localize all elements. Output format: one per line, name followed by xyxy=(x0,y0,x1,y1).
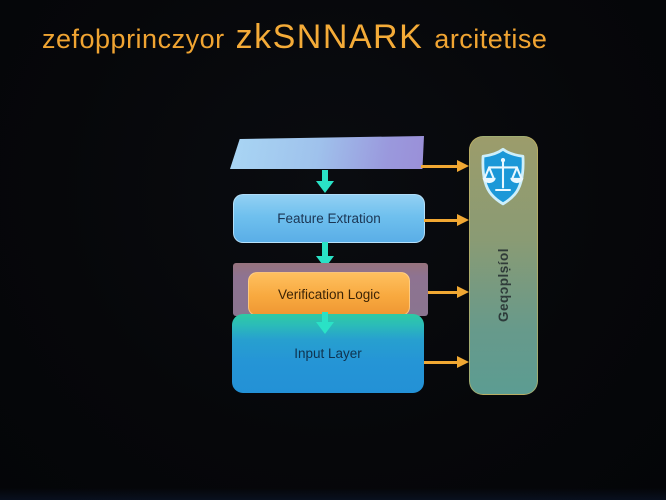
shield-scales-icon xyxy=(481,147,525,206)
connector-arrow-icon xyxy=(457,159,469,172)
input-layer-label: Input Layer xyxy=(294,346,362,361)
verification-logic-node: Verification Logic xyxy=(248,272,410,316)
top-parallelogram-node xyxy=(230,136,424,169)
feature-extraction-label: Feature Extration xyxy=(277,211,381,226)
connector-arrow-icon xyxy=(457,285,469,298)
arrow-down-icon xyxy=(322,312,328,323)
page-title: zefoþprinczyor zkSNNARK arcitetise xyxy=(42,18,547,57)
title-part-1: zefoþprinczyor xyxy=(42,24,225,54)
feature-extraction-node: Feature Extration xyxy=(233,194,425,243)
arrow-down-icon xyxy=(316,322,334,334)
connector-arrow-icon xyxy=(457,355,469,368)
side-panel-label: Geqɔplṣíol xyxy=(495,247,511,323)
arrow-down-icon xyxy=(322,242,328,257)
connector-line-2 xyxy=(424,219,458,222)
connector-line-3 xyxy=(428,291,458,294)
verification-logic-label: Verification Logic xyxy=(277,286,381,302)
arrow-down-icon xyxy=(322,170,328,182)
connector-line-4 xyxy=(424,361,458,364)
connector-arrow-icon xyxy=(457,213,469,226)
title-part-2: zkSNNARK xyxy=(235,18,424,56)
connector-line-1 xyxy=(421,165,458,168)
arrow-down-icon xyxy=(316,181,334,193)
title-part-3: arcitetise xyxy=(434,24,548,54)
